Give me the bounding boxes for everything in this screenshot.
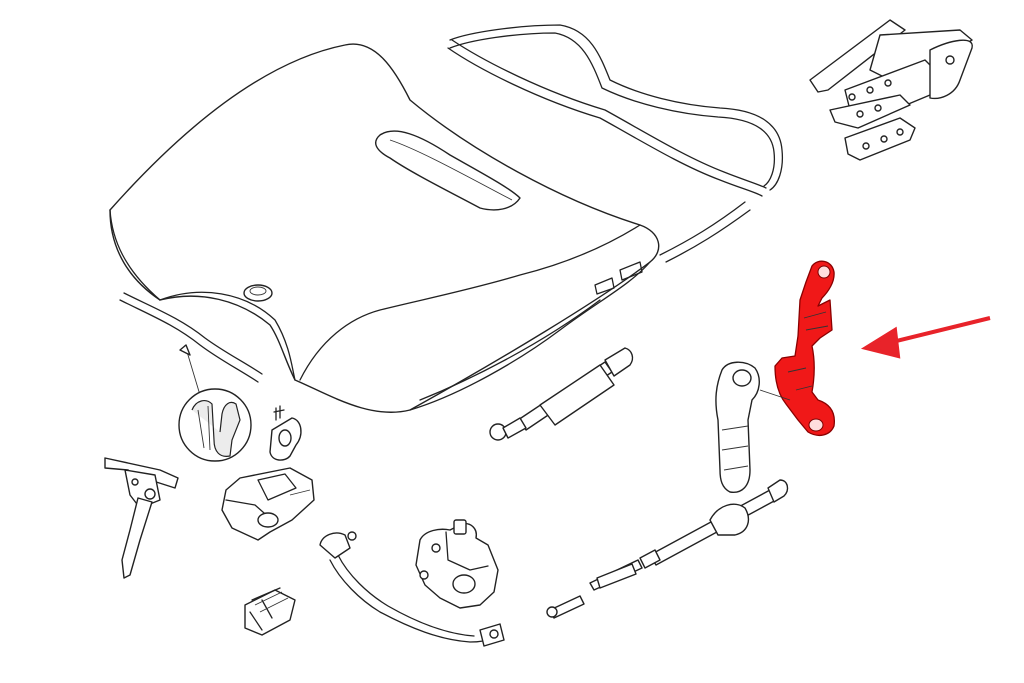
hood-rear-seal-strip[interactable] bbox=[449, 24, 784, 191]
gas-strut[interactable] bbox=[489, 347, 634, 441]
hood-bracket-highlighted[interactable] bbox=[774, 260, 836, 437]
hood-front-seal-strip[interactable] bbox=[119, 201, 751, 383]
hood-side-seal-strip[interactable] bbox=[447, 39, 767, 197]
hinge-arm[interactable] bbox=[715, 361, 760, 493]
lock-carrier-block[interactable] bbox=[221, 467, 315, 541]
callout-arrow bbox=[860, 316, 991, 359]
release-lever[interactable] bbox=[104, 457, 179, 579]
hood-hinge-assembly[interactable] bbox=[809, 19, 973, 161]
eye-bolt[interactable] bbox=[269, 405, 302, 461]
bowden-cable[interactable] bbox=[319, 531, 505, 647]
cable-clip[interactable] bbox=[244, 587, 296, 636]
hood-lock-latch[interactable] bbox=[415, 519, 499, 609]
hood-panel[interactable] bbox=[109, 43, 660, 413]
release-cable[interactable] bbox=[546, 479, 789, 619]
seal-profile-detail bbox=[178, 344, 252, 462]
